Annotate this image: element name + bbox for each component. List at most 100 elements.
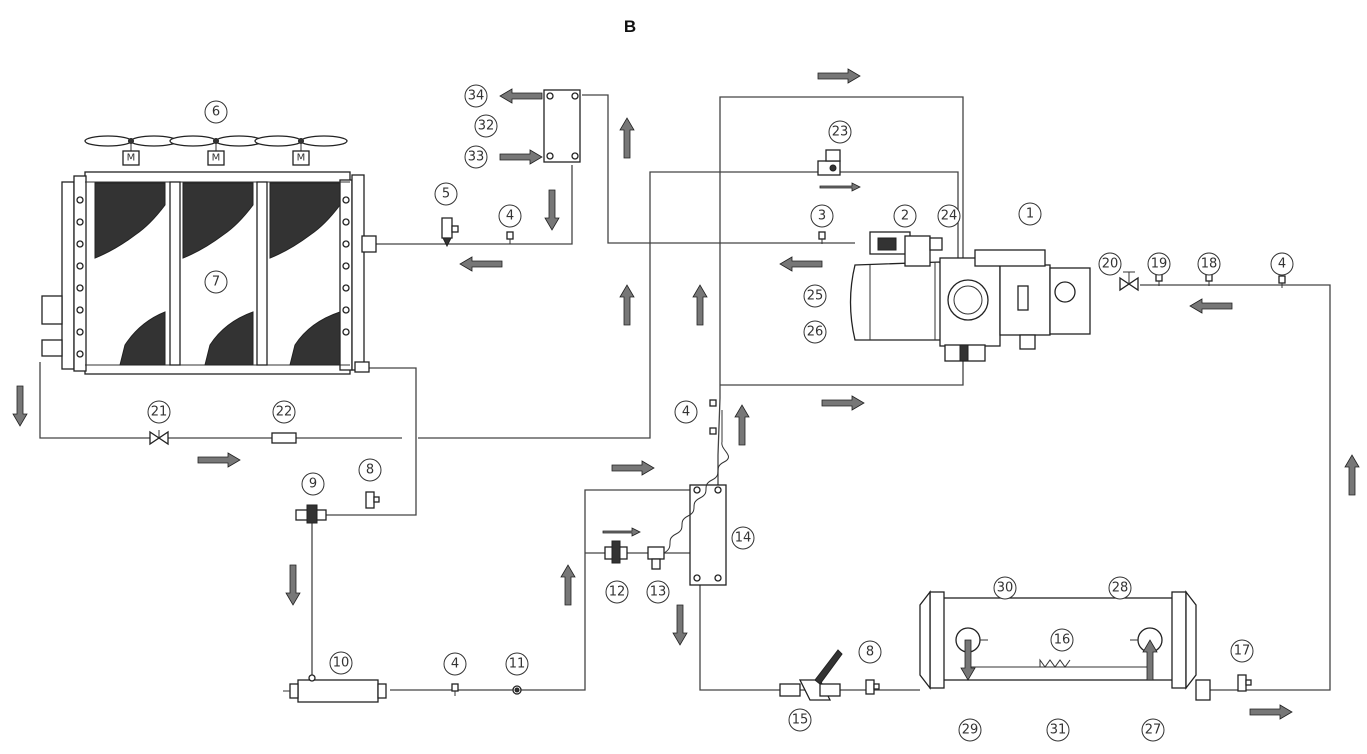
gauge-4-bottom <box>451 683 459 697</box>
label-7: 7 <box>204 270 228 294</box>
svg-text:18: 18 <box>1201 257 1218 272</box>
label-23: 23 <box>828 120 852 144</box>
svg-text:4: 4 <box>682 405 690 420</box>
svg-text:6: 6 <box>212 105 220 120</box>
component-labels: 1 2 3 4 4 4 4 5 6 7 8 8 9 10 11 12 13 14… <box>147 84 1294 742</box>
valve-20 <box>1119 271 1139 292</box>
svg-text:29: 29 <box>962 723 979 738</box>
motor-label-3: M <box>297 153 306 164</box>
svg-text:2: 2 <box>901 209 909 224</box>
label-24: 24 <box>937 204 961 228</box>
liquid-receiver-10 <box>283 674 387 703</box>
motor-label-1: M <box>127 153 136 164</box>
svg-text:33: 33 <box>468 150 485 165</box>
svg-text:11: 11 <box>509 657 526 672</box>
svg-text:32: 32 <box>478 119 495 134</box>
label-14: 14 <box>731 526 755 550</box>
svg-text:14: 14 <box>735 531 752 546</box>
gauge-4-right <box>1278 275 1286 289</box>
plate-heat-exchanger-32 <box>543 89 581 163</box>
label-21: 21 <box>147 400 171 424</box>
svg-text:12: 12 <box>609 585 626 600</box>
svg-text:4: 4 <box>1278 257 1286 272</box>
label-19: 19 <box>1147 252 1171 276</box>
label-26: 26 <box>803 320 827 344</box>
label-13: 13 <box>646 580 670 604</box>
svg-text:24: 24 <box>941 209 958 224</box>
svg-text:16: 16 <box>1054 633 1071 648</box>
label-22: 22 <box>272 400 296 424</box>
label-8-lower: 8 <box>858 640 882 664</box>
svg-text:28: 28 <box>1112 581 1129 596</box>
label-9: 9 <box>301 472 325 496</box>
screw-compressor <box>849 231 1091 362</box>
label-5: 5 <box>434 182 458 206</box>
svg-text:7: 7 <box>212 275 220 290</box>
svg-text:9: 9 <box>309 477 317 492</box>
capillary-tube <box>663 441 729 554</box>
expansion-valve-13 <box>647 546 665 570</box>
svg-text:15: 15 <box>792 713 809 728</box>
valve-9 <box>295 504 327 524</box>
svg-text:8: 8 <box>866 645 874 660</box>
svg-text:20: 20 <box>1102 257 1119 272</box>
svg-text:3: 3 <box>818 209 826 224</box>
svg-text:1: 1 <box>1026 207 1034 222</box>
gauge-4-top <box>506 231 514 245</box>
gauge-18 <box>1205 273 1213 287</box>
label-30: 30 <box>993 576 1017 600</box>
svg-text:17: 17 <box>1234 644 1251 659</box>
valve-12 <box>602 527 641 564</box>
gauge-19 <box>1155 273 1163 287</box>
svg-text:23: 23 <box>832 125 849 140</box>
svg-text:4: 4 <box>506 209 514 224</box>
valve-8-upper <box>365 491 380 509</box>
label-2: 2 <box>893 204 917 228</box>
label-11: 11 <box>505 652 529 676</box>
svg-text:8: 8 <box>366 463 374 478</box>
svg-text:21: 21 <box>151 405 168 420</box>
label-31: 31 <box>1046 718 1070 742</box>
svg-text:4: 4 <box>451 657 459 672</box>
svg-text:30: 30 <box>997 581 1014 596</box>
diagram-title: B <box>624 17 636 36</box>
motor-label-2: M <box>212 153 221 164</box>
label-29: 29 <box>958 718 982 742</box>
gauge-4-middle <box>709 399 717 435</box>
label-18: 18 <box>1197 252 1221 276</box>
label-4-right: 4 <box>1270 252 1294 276</box>
svg-text:27: 27 <box>1145 723 1162 738</box>
condenser-fins-lower <box>119 311 341 366</box>
label-16: 16 <box>1050 628 1074 652</box>
label-4-mid: 4 <box>674 400 698 424</box>
valve-5 <box>441 217 459 248</box>
svg-text:10: 10 <box>333 656 350 671</box>
label-12: 12 <box>605 580 629 604</box>
label-33: 33 <box>464 145 488 169</box>
label-8-upper: 8 <box>358 458 382 482</box>
label-27: 27 <box>1141 718 1165 742</box>
filter-22 <box>271 432 297 444</box>
label-34: 34 <box>464 84 488 108</box>
valve-21 <box>149 430 169 446</box>
condenser-tube-ends <box>76 196 350 358</box>
svg-text:26: 26 <box>807 325 824 340</box>
svg-text:34: 34 <box>468 89 485 104</box>
label-32: 32 <box>474 114 498 138</box>
svg-text:25: 25 <box>807 289 824 304</box>
label-25: 25 <box>803 284 827 308</box>
svg-text:5: 5 <box>442 187 450 202</box>
label-10: 10 <box>329 651 353 675</box>
label-6: 6 <box>204 100 228 124</box>
svg-text:19: 19 <box>1151 257 1168 272</box>
label-4-bottom: 4 <box>443 652 467 676</box>
sight-glass-11 <box>512 685 522 695</box>
label-17: 17 <box>1230 639 1254 663</box>
svg-text:22: 22 <box>276 405 293 420</box>
solenoid-valve-23 <box>817 149 861 192</box>
svg-text:13: 13 <box>650 585 667 600</box>
label-15: 15 <box>788 708 812 732</box>
label-28: 28 <box>1108 576 1132 600</box>
economizer-14 <box>689 484 727 586</box>
